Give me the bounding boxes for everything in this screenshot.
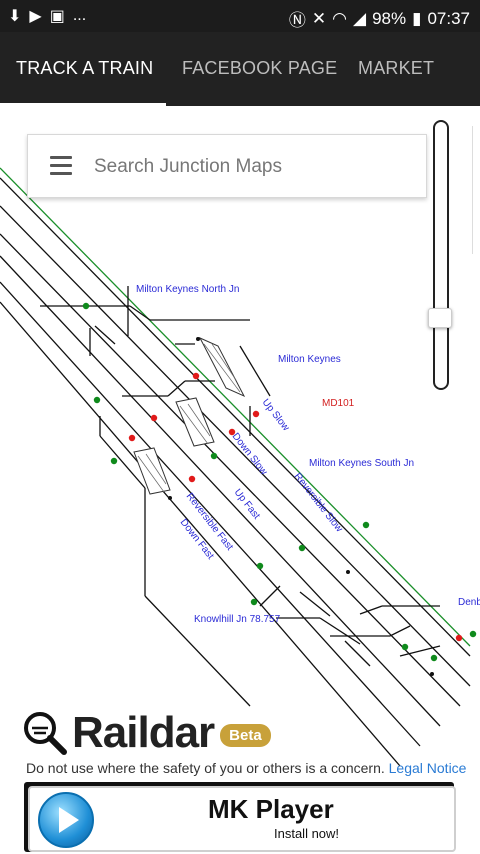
- more-notifications: ...: [72, 7, 87, 24]
- platforms: [133, 336, 246, 495]
- platform-hatching: [137, 343, 241, 493]
- beta-badge: Beta: [220, 723, 271, 747]
- ad-install-cta[interactable]: Install now!: [274, 826, 340, 841]
- nfc-icon: Ⓝ: [288, 11, 306, 30]
- signal-red: [228, 428, 236, 436]
- track-label-reversible-slow: Reversible Slow: [292, 471, 345, 535]
- junction-map[interactable]: Milton Keynes North Jn Milton Keynes MD1…: [0, 106, 480, 780]
- ad-content[interactable]: MK Player Install now!: [28, 786, 456, 852]
- signal-green: [298, 544, 306, 552]
- label-south-jn: Milton Keynes South Jn: [309, 458, 414, 469]
- menu-icon[interactable]: [50, 156, 72, 176]
- zoom-slider-thumb[interactable]: [428, 308, 452, 328]
- map-labels: Milton Keynes North Jn Milton Keynes MD1…: [136, 284, 480, 625]
- tab-bar: TRACK A TRAIN FACEBOOK PAGE MARKET: [0, 32, 480, 106]
- signal-green: [210, 452, 218, 460]
- signal-green: [362, 521, 370, 529]
- search-input[interactable]: [92, 135, 416, 199]
- label-knowlhill: Knowlhill Jn 78.757: [194, 614, 281, 625]
- image-icon: ▣: [49, 8, 65, 25]
- signal-green: [256, 562, 264, 570]
- track-label-up-fast: Up Fast: [232, 487, 262, 522]
- ad-banner[interactable]: MK Player Install now!: [0, 780, 480, 854]
- signal-red: [455, 634, 463, 642]
- magnifier-logo-icon: [24, 712, 67, 755]
- raildar-logo: Raildar Beta: [22, 708, 271, 758]
- track-label-down-slow: Down Slow: [230, 431, 270, 478]
- download-icon: ⬇: [8, 8, 22, 25]
- track-label-up-slow: Up Slow: [260, 397, 292, 434]
- signal-black: [168, 496, 172, 500]
- signal-green: [110, 457, 118, 465]
- play-icon: [38, 792, 94, 848]
- notification-icons: ⬇ ▶ ▣ ...: [8, 6, 86, 26]
- system-icons: Ⓝ ✕ ◠ ◢ 98% ▮ 07:37: [289, 6, 470, 31]
- signal-black: [196, 337, 200, 341]
- disclaimer-text: Do not use where the safety of you or ot…: [26, 760, 389, 776]
- battery-icon: ▮: [412, 8, 422, 28]
- signal-green: [469, 630, 477, 638]
- tab-facebook-page[interactable]: FACEBOOK PAGE: [182, 58, 338, 78]
- legal-notice-link[interactable]: Legal Notice: [388, 760, 467, 776]
- signal-green: [401, 643, 409, 651]
- signal-green: [250, 598, 258, 606]
- signal-red: [192, 372, 200, 380]
- signal-green: [430, 654, 438, 662]
- tab-market[interactable]: MARKET: [358, 58, 435, 78]
- brand-name: Raildar: [72, 708, 215, 757]
- map-view[interactable]: Milton Keynes North Jn Milton Keynes MD1…: [0, 106, 480, 780]
- signal-black: [430, 672, 434, 676]
- signal-red: [150, 414, 158, 422]
- signal-red: [252, 410, 260, 418]
- mute-icon: ✕: [311, 8, 327, 28]
- zoom-slider-track[interactable]: [433, 120, 449, 390]
- label-station: Milton Keynes: [278, 354, 341, 365]
- disclaimer: Do not use where the safety of you or ot…: [26, 760, 466, 776]
- tab-track-a-train[interactable]: TRACK A TRAIN: [16, 58, 154, 78]
- label-signal-id: MD101: [322, 398, 355, 409]
- signal-green: [93, 396, 101, 404]
- ad-title: MK Player: [208, 794, 334, 824]
- status-bar: ⬇ ▶ ▣ ... Ⓝ ✕ ◠ ◢ 98% ▮ 07:37: [0, 0, 480, 32]
- wifi-icon: ◠: [332, 8, 347, 28]
- side-panel-edge: [472, 126, 480, 254]
- signal-black: [346, 570, 350, 574]
- track-label-reversible-fast: Reversible Fast: [184, 491, 236, 553]
- signal-red: [128, 434, 136, 442]
- battery-percent: 98%: [372, 8, 407, 28]
- label-edge: Denb: [458, 597, 480, 608]
- search-bar: [27, 134, 427, 199]
- active-tab-indicator: [0, 103, 166, 106]
- signal-red: [188, 475, 196, 483]
- signal-green: [82, 302, 90, 310]
- signal-icon: ◢: [352, 8, 367, 28]
- track-lines: [0, 167, 471, 767]
- clock: 07:37: [427, 8, 470, 28]
- signals: [82, 302, 477, 676]
- play-store-icon: ▶: [29, 8, 42, 25]
- label-north-jn: Milton Keynes North Jn: [136, 284, 239, 295]
